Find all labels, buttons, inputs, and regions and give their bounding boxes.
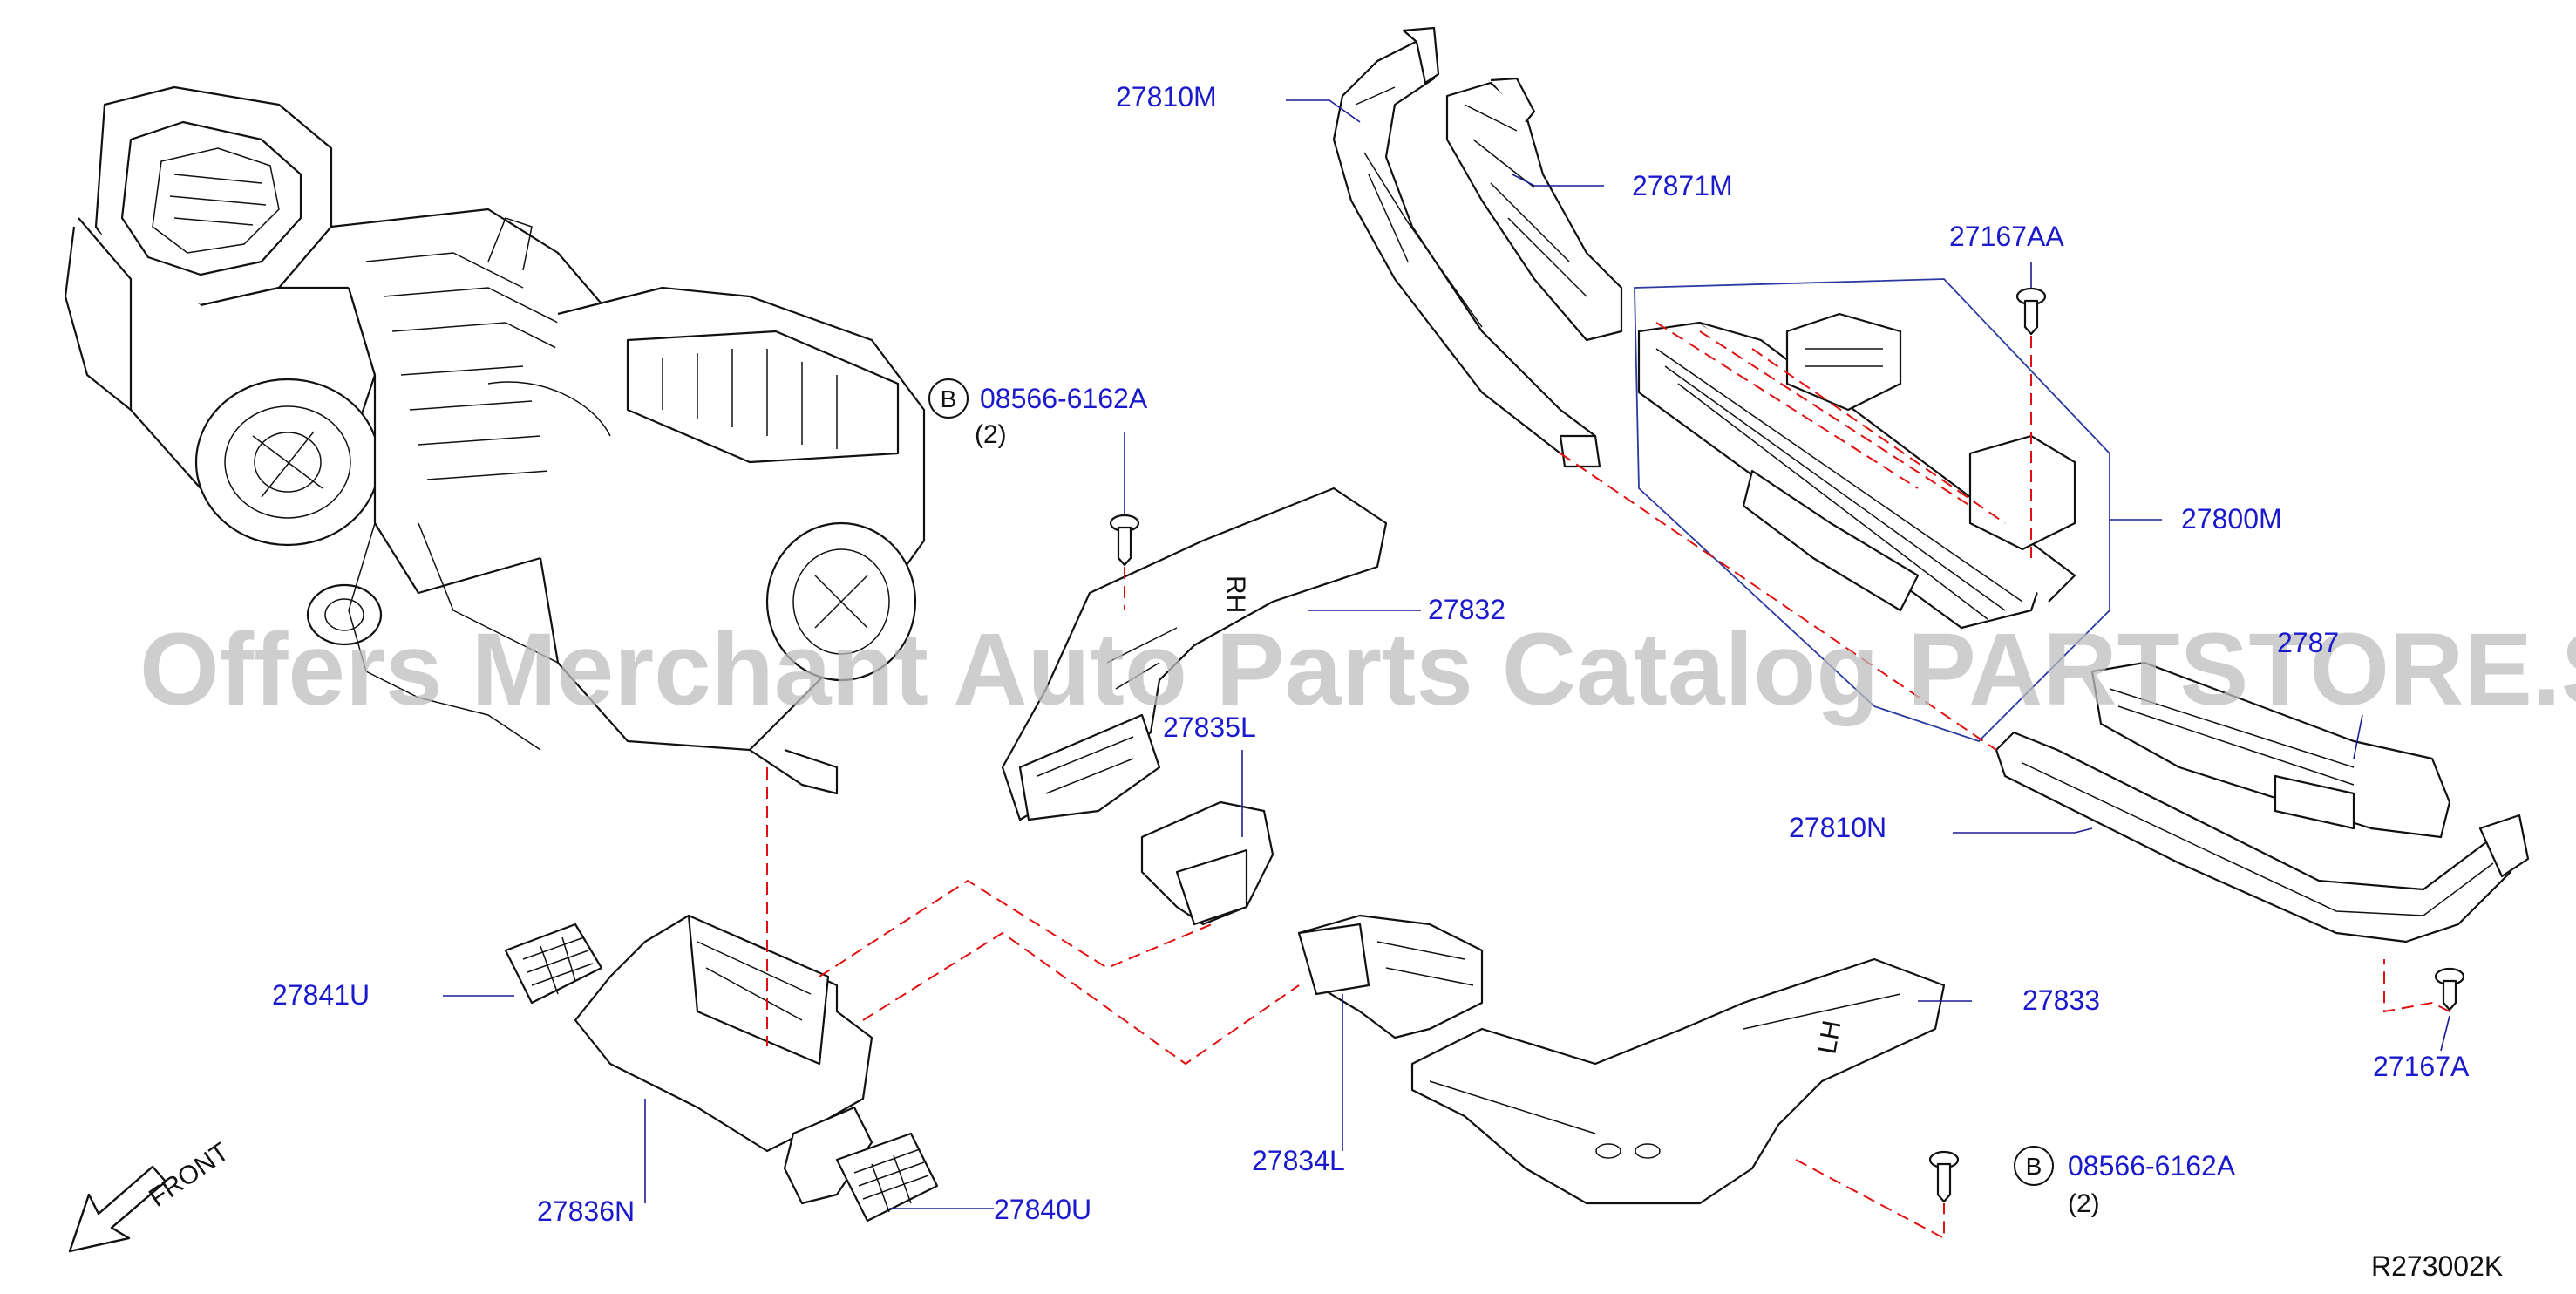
leader-lines	[443, 99, 2450, 1209]
label-27167aa[interactable]: 27167AA	[1949, 221, 2064, 252]
bolt-callout-lower: B 08566-6162A (2)	[2014, 1146, 2236, 1218]
hvac-unit	[64, 85, 926, 795]
part-27841u-grille	[504, 923, 603, 1005]
label-27832[interactable]: 27832	[1428, 594, 1505, 625]
bolt-27167a-icon	[2434, 967, 2465, 1011]
label-27167a[interactable]: 27167A	[2373, 1051, 2470, 1082]
label-27810n[interactable]: 27810N	[1789, 812, 1886, 843]
part-27871m-duct	[1445, 77, 1623, 342]
qty-lower: (2)	[2068, 1189, 2100, 1218]
label-2787x[interactable]: 2787	[2277, 627, 2339, 658]
label-27800m[interactable]: 27800M	[2181, 503, 2282, 535]
diagram-code: R273002K	[2371, 1250, 2503, 1282]
label-08566-6162a-lower[interactable]: 08566-6162A	[2068, 1150, 2236, 1182]
front-arrow-icon	[68, 1165, 167, 1253]
label-27836n[interactable]: 27836N	[537, 1195, 635, 1227]
qty-upper: (2)	[975, 420, 1007, 449]
label-27835l[interactable]: 27835L	[1163, 712, 1256, 743]
lh-stamp: LH	[1812, 1018, 1846, 1057]
label-27871m[interactable]: 27871M	[1632, 170, 1733, 201]
part-27810n-duct	[1995, 731, 2530, 943]
bolt-callout-lower-letter: B	[2026, 1153, 2042, 1180]
bolt-callout-upper-letter: B	[941, 385, 957, 412]
bolt-callout-upper: B 08566-6162A (2)	[928, 378, 1148, 449]
part-27800m-assembly	[1634, 278, 2110, 743]
part-27833-duct	[1410, 957, 1946, 1205]
part-27810m-duct	[1332, 26, 1601, 468]
part-2787x-duct	[2090, 661, 2451, 839]
part-27834l-duct	[1297, 914, 1484, 1039]
label-27840u[interactable]: 27840U	[994, 1194, 1091, 1225]
assembly-lines	[766, 322, 2450, 1240]
part-27835l-adapter	[1140, 800, 1274, 926]
label-27841u[interactable]: 27841U	[272, 979, 370, 1011]
watermark-text: Offers Merchant Auto Parts Catalog PARTS…	[139, 612, 2576, 727]
label-27810m[interactable]: 27810M	[1116, 81, 1217, 112]
label-08566-6162a-upper[interactable]: 08566-6162A	[980, 383, 1148, 414]
label-27834l[interactable]: 27834L	[1252, 1145, 1345, 1176]
part-27832-duct	[1001, 487, 1388, 821]
bolt-08566-lower-icon	[1928, 1150, 1960, 1203]
rh-stamp: RH	[1221, 575, 1250, 613]
part-27840u-grille	[835, 1132, 939, 1222]
bolt-27167aa-icon	[2015, 287, 2047, 336]
bolt-08566-upper-icon	[1109, 514, 1140, 567]
label-27833[interactable]: 27833	[2022, 984, 2100, 1016]
part-27836n-box	[574, 914, 873, 1205]
